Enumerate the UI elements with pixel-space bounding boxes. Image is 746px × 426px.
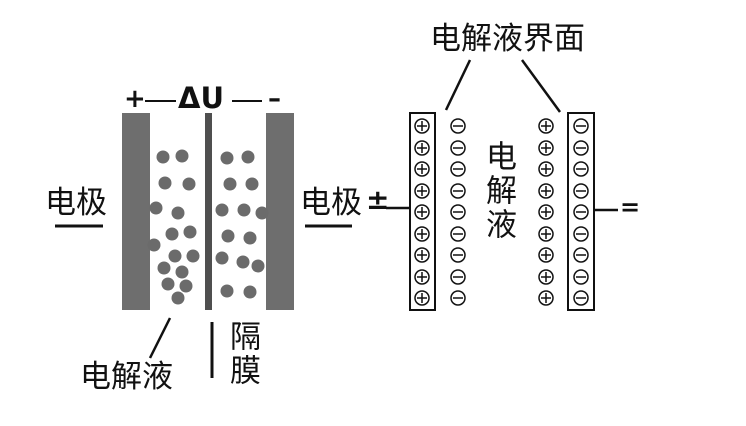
negative-charge-icon <box>573 204 589 220</box>
ion-dot <box>165 227 179 241</box>
ion-dot <box>147 238 161 252</box>
electrode-sign: ± <box>366 183 390 216</box>
ion-dot <box>236 255 250 269</box>
ion-dot <box>158 176 172 190</box>
ion-dot <box>182 177 196 191</box>
negative-charge-icon <box>450 290 466 306</box>
negative-charge-icon <box>450 161 466 177</box>
middle-electrode-label: 电极 <box>300 185 362 221</box>
interface-leader-left <box>444 59 472 111</box>
negative-charge-icon <box>573 226 589 242</box>
negative-charge-icon <box>450 247 466 263</box>
ion-dot <box>255 206 269 220</box>
ion-dot <box>171 291 185 305</box>
positive-charge-icon <box>538 204 554 220</box>
positive-charge-icon <box>538 269 554 285</box>
ion-dot <box>215 203 229 217</box>
ion-dot <box>241 150 255 164</box>
voltage-label: ΔU <box>178 81 224 115</box>
ion-dot <box>149 201 163 215</box>
positive-charge-icon <box>538 161 554 177</box>
ion-dot <box>186 249 200 263</box>
positive-charge-icon <box>538 247 554 263</box>
negative-charge-icon <box>450 269 466 285</box>
electrolyte-ions <box>147 149 269 305</box>
ion-dot <box>223 177 237 191</box>
negative-charge-icon <box>450 226 466 242</box>
voltage-minus-sign: – <box>268 84 281 114</box>
positive-charge-icon <box>538 140 554 156</box>
ion-dot <box>161 277 175 291</box>
ion-dot <box>243 285 257 299</box>
interface-charges <box>414 118 589 306</box>
positive-charge-icon <box>414 226 430 242</box>
positive-charge-icon <box>538 226 554 242</box>
negative-charge-icon <box>573 269 589 285</box>
positive-charge-icon <box>414 140 430 156</box>
ion-dot <box>157 261 171 275</box>
ion-dot <box>220 151 234 165</box>
ion-dot <box>183 225 197 239</box>
ion-dot <box>221 229 235 243</box>
negative-charge-icon <box>450 183 466 199</box>
interface-electrolyte-label: 电解液 <box>480 140 516 242</box>
right-terminal-sign: = <box>620 193 641 221</box>
positive-charge-icon <box>414 269 430 285</box>
ion-dot <box>215 251 229 265</box>
left-electrode-label: 电极 <box>45 185 107 221</box>
positive-charge-icon <box>538 118 554 134</box>
ion-dot <box>171 206 185 220</box>
negative-charge-icon <box>450 118 466 134</box>
negative-charge-icon <box>573 247 589 263</box>
ion-dot <box>179 279 193 293</box>
negative-charge-icon <box>450 140 466 156</box>
positive-charge-icon <box>538 290 554 306</box>
negative-charge-icon <box>573 140 589 156</box>
positive-charge-icon <box>414 290 430 306</box>
ion-dot <box>251 259 265 273</box>
ion-dot <box>175 265 189 279</box>
negative-charge-icon <box>573 161 589 177</box>
positive-charge-icon <box>414 204 430 220</box>
right-electrode <box>266 113 294 310</box>
electrolyte-leader <box>148 317 172 359</box>
ion-dot <box>237 203 251 217</box>
positive-charge-icon <box>414 247 430 263</box>
positive-charge-icon <box>414 161 430 177</box>
ion-dot <box>245 177 259 191</box>
interface-label: 电解液界面 <box>430 21 585 57</box>
separator-label: 隔膜 <box>224 320 260 388</box>
voltage-plus-sign: + <box>124 84 146 114</box>
negative-charge-icon <box>573 183 589 199</box>
ion-dot <box>220 284 234 298</box>
ion-dot <box>156 150 170 164</box>
negative-charge-icon <box>573 290 589 306</box>
interface-leader-right <box>520 59 562 113</box>
left-electrode <box>122 113 150 310</box>
negative-charge-icon <box>573 118 589 134</box>
separator-membrane <box>205 113 212 310</box>
positive-charge-icon <box>414 183 430 199</box>
positive-charge-icon <box>538 183 554 199</box>
ion-dot <box>168 249 182 263</box>
electrolyte-label: 电解液 <box>80 359 173 395</box>
ion-dot <box>175 149 189 163</box>
ion-dot <box>243 231 257 245</box>
positive-charge-icon <box>414 118 430 134</box>
negative-charge-icon <box>450 204 466 220</box>
